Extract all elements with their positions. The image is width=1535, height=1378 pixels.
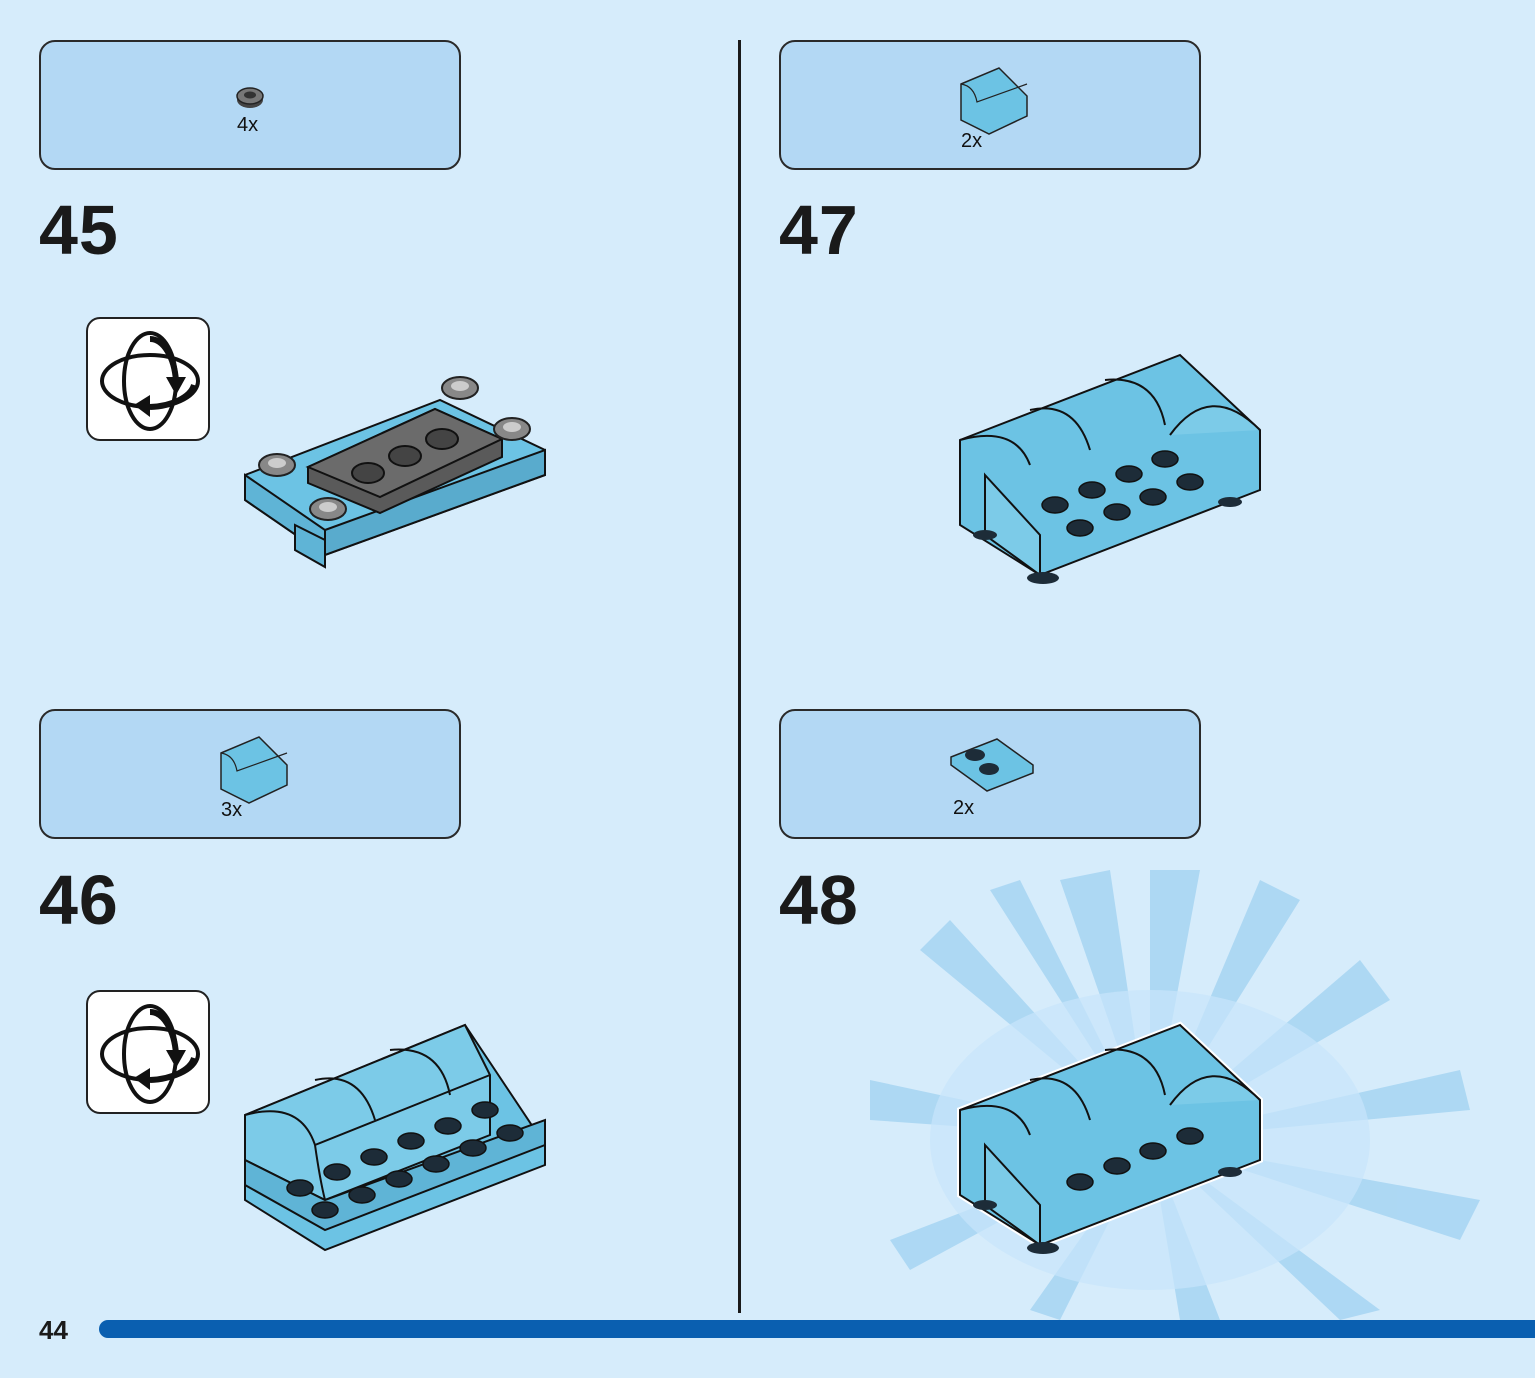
plate-2x2-blue-icon [950, 738, 1034, 792]
page-number: 44 [39, 1315, 68, 1345]
parts-quantity: 3x [221, 799, 243, 821]
step-45-model [244, 376, 546, 569]
rotate-model-icon [86, 317, 210, 441]
parts-quantity: 2x [953, 797, 975, 819]
step-number: 45 [39, 191, 119, 269]
step-number: 47 [779, 191, 859, 269]
round-plate-dark-icon [236, 87, 264, 108]
step-number: 48 [779, 861, 859, 939]
page-progress-bar [99, 1320, 1535, 1338]
step-47-model [959, 353, 1261, 584]
parts-callout-step-47: 2x [779, 40, 1201, 170]
parts-callout-step-48: 2x [779, 709, 1201, 839]
curved-slope-blue-icon [220, 736, 288, 804]
step-46-model [244, 1023, 546, 1252]
rotate-model-icon [86, 990, 210, 1114]
parts-callout-step-45: 4x [39, 40, 461, 170]
curved-slope-blue-icon [960, 67, 1028, 135]
parts-quantity: 2x [961, 130, 983, 152]
step-number: 46 [39, 861, 119, 939]
step-48-model-completed-sofa [957, 1021, 1263, 1254]
column-divider [738, 40, 741, 1313]
parts-callout-step-46: 3x [39, 709, 461, 839]
parts-quantity: 4x [237, 114, 259, 136]
